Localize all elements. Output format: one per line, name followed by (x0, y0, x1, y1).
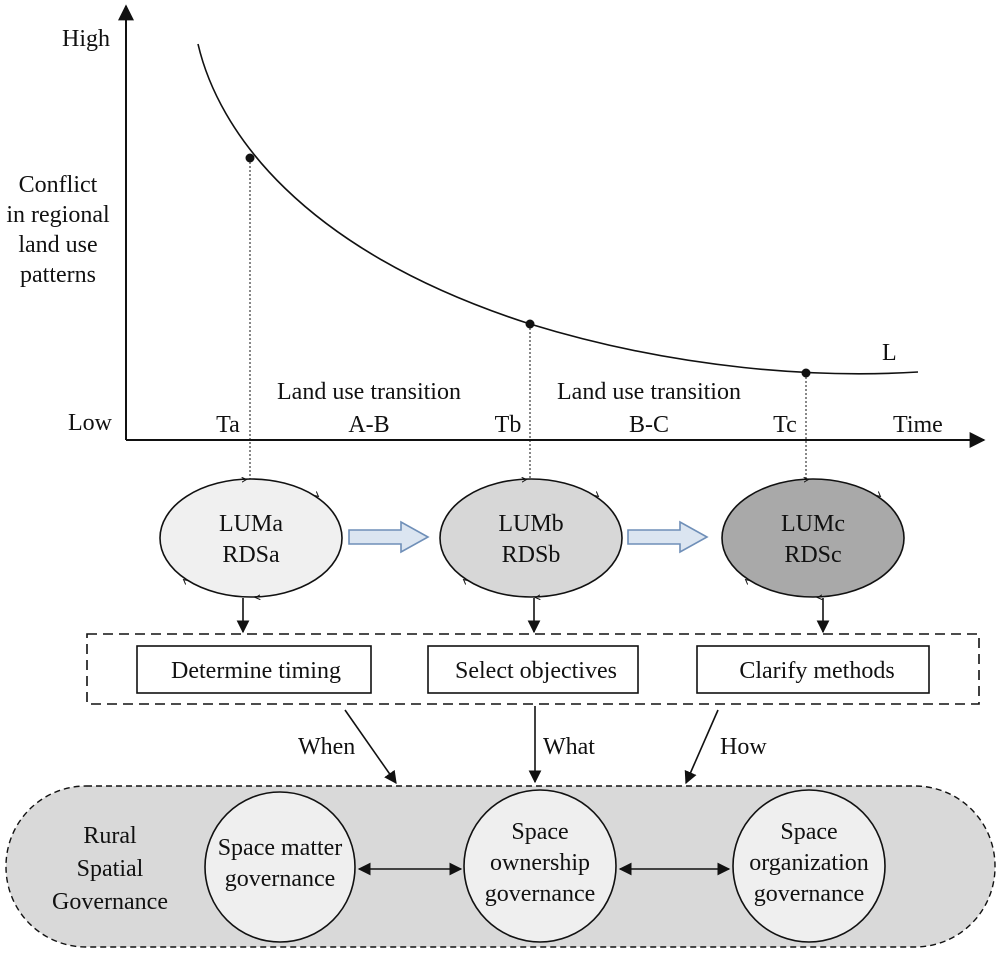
governance-matter-line2: governance (225, 866, 336, 892)
stage-c-ellipse (721, 478, 905, 598)
governance-matter-line1: Space matter (218, 835, 343, 861)
x-title: Time (893, 412, 943, 438)
actions-container (86, 633, 980, 705)
governance-ownership-line2: ownership (490, 850, 590, 876)
governance-organization-line2: organization (749, 850, 869, 876)
governance-ownership-line3: governance (485, 881, 596, 907)
governance-title-line3: Governance (52, 889, 168, 915)
tick-ta: Ta (216, 412, 240, 438)
stage-a-line2: RDSa (222, 542, 280, 568)
tick-tb: Tb (495, 412, 522, 438)
governance-title-line1: Rural (83, 823, 137, 849)
stage-c-line2: RDSc (784, 542, 841, 568)
stage-a: LUMa RDSa (159, 478, 343, 598)
y-title-line3: land use (18, 232, 97, 258)
governance-title-line2: Spatial (77, 856, 144, 882)
block-arrow-a-to-b (348, 520, 430, 554)
block-arrow-b-to-c (627, 520, 709, 554)
conflict-curve (197, 43, 919, 375)
action-objectives-label: Select objectives (455, 658, 617, 684)
action-box-timing (136, 645, 372, 694)
governance-organization-line3: governance (754, 881, 865, 907)
action-timing-label: Determine timing (171, 658, 341, 684)
transition-ab-line1: Land use transition (277, 379, 461, 405)
action-methods-label: Clarify methods (739, 658, 894, 684)
governance-circle-matter (204, 791, 356, 943)
tick-tc: Tc (773, 412, 797, 438)
action-box-methods (696, 645, 930, 694)
y-title-line4: patterns (20, 262, 96, 288)
y-low-label: Low (68, 410, 113, 436)
stage-a-ellipse (159, 478, 343, 598)
curve-label: L (882, 340, 897, 366)
arrow-when (344, 709, 397, 785)
stage-b: LUMb RDSb (439, 478, 623, 598)
stage-b-ellipse (439, 478, 623, 598)
action-box-objectives (427, 645, 639, 694)
governance-circle-ownership (463, 789, 617, 943)
question-what: What (543, 734, 595, 760)
stage-c-line1: LUMc (781, 511, 845, 537)
transition-ab-line2: A-B (348, 412, 389, 438)
governance-organization-line1: Space (780, 819, 837, 845)
governance-ownership-line1: Space (511, 819, 568, 845)
stage-c: LUMc RDSc (721, 478, 905, 598)
y-high-label: High (62, 26, 110, 52)
transition-bc-line2: B-C (629, 412, 669, 438)
y-title-line2: in regional (6, 202, 110, 228)
y-title-line1: Conflict (19, 172, 98, 198)
stage-b-line1: LUMb (498, 511, 563, 537)
stage-a-line1: LUMa (219, 511, 283, 537)
arrow-how (684, 709, 719, 785)
governance-circle-organization (732, 789, 886, 943)
question-how: How (720, 734, 767, 760)
stage-b-line2: RDSb (502, 542, 561, 568)
transition-bc-line1: Land use transition (557, 379, 741, 405)
question-when: When (298, 734, 355, 760)
